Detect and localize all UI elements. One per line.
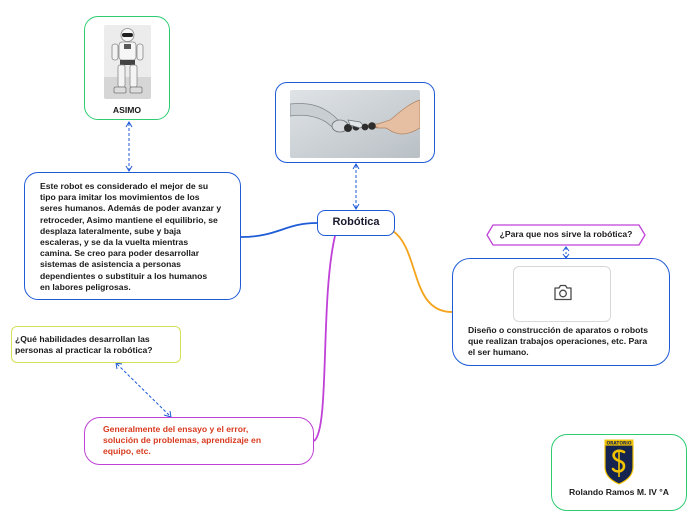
text-line: retroceder, Asimo mantiene el equilibrio… [40, 214, 218, 225]
text-line: el ser humano. [468, 347, 529, 358]
skills-question-node[interactable]: ¿Qué habilidades desarrollan las persona… [11, 326, 181, 363]
text-line: escaleras, y se da la vuelta mientras [40, 237, 189, 248]
branch-root-to-skills [313, 235, 336, 442]
text-line: que realizan trabajos operaciones, etc. … [468, 336, 648, 347]
camera-icon [554, 284, 572, 301]
author-name: Rolando Ramos M. IV °A [569, 487, 669, 497]
asimo-image-node[interactable]: ASIMO [84, 16, 170, 120]
text-line: ¿Qué habilidades desarrollan las [15, 334, 150, 344]
text-line: seres humanos. Además de poder avanzar y [40, 203, 222, 214]
purpose-question-text: ¿Para que nos sirve la robótica? [499, 229, 633, 239]
text-line: sistemas de asistencia a personas [40, 259, 181, 270]
asimo-description-node[interactable]: Este robot es considerado el mejor de su… [24, 172, 241, 300]
arrow-asimo-bottom [125, 165, 133, 172]
text-line: Diseño o construcción de aparatos o robo… [468, 325, 649, 335]
text-line: camina. Se creo para poder desarrollar [40, 248, 200, 259]
arrow-skills-top [115, 362, 123, 370]
arrow-asimo-top [125, 121, 133, 128]
arrow-robotics-bottom [352, 203, 360, 210]
link-skills-question [116, 363, 171, 417]
text-line: Generalmente del ensayo y el error, [103, 424, 249, 434]
text-line: personas al practicar la robótica? [15, 345, 153, 356]
arrow-purpose-top [562, 246, 570, 252]
asimo-robot-image [104, 25, 151, 99]
purpose-question-node[interactable]: ¿Para que nos sirve la robótica? [486, 224, 646, 246]
image-placeholder[interactable] [513, 266, 611, 322]
text-line: dependientes o substituir a los humanos [40, 270, 208, 281]
school-crest-logo: ORATORIO [604, 439, 634, 485]
text-line: desplaza lateralmente, sube y baja [40, 225, 181, 236]
skills-answer-node[interactable]: Generalmente del ensayo y el error, solu… [84, 417, 314, 465]
branch-root-to-asimo-desc [240, 222, 318, 238]
arrow-robotics-top [352, 163, 360, 170]
asimo-label: ASIMO [112, 105, 142, 115]
purpose-answer-node[interactable]: Diseño o construcción de aparatos o robo… [452, 258, 670, 366]
text-line: en labores peligrosas. [40, 281, 131, 292]
hexagon-shape [486, 224, 646, 246]
text-line: Este robot es considerado el mejor de su [40, 181, 209, 191]
text-line: equipo, etc. [103, 446, 151, 457]
robotics-image-node[interactable] [275, 82, 435, 163]
author-node[interactable]: ORATORIO Rolando Ramos M. IV °A [551, 434, 687, 511]
text-line: solución de problemas, aprendizaje en [103, 435, 262, 446]
robot-human-hands-image [290, 90, 420, 158]
logo-text: ORATORIO [606, 440, 631, 446]
text-line: tipo para imitar los movimientos de los [40, 192, 200, 203]
branch-root-to-purpose [392, 230, 453, 313]
central-topic-robotica[interactable]: Robótica [317, 210, 395, 236]
